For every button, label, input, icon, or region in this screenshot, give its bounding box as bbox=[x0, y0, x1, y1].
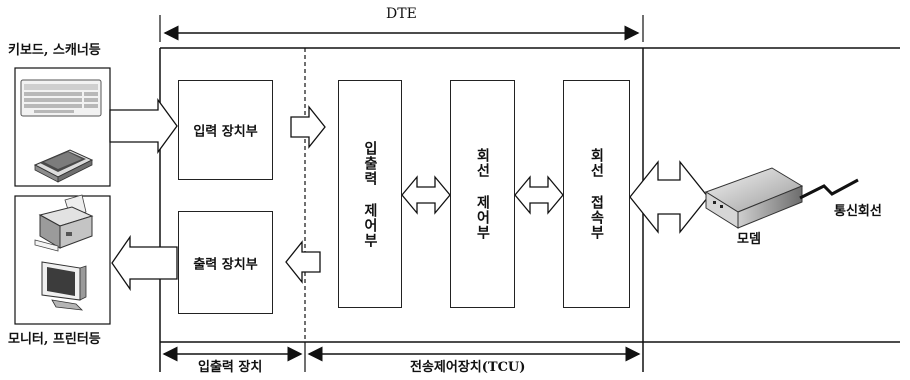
modem-icon bbox=[704, 167, 804, 229]
io-device-label: 입출력 장치 bbox=[198, 360, 263, 375]
output-unit-box: 출력 장치부 bbox=[178, 211, 273, 314]
input-flow-arrow bbox=[109, 98, 178, 154]
input-to-io-arrow bbox=[290, 105, 326, 149]
monitor-icon bbox=[41, 261, 87, 311]
bottom-spans bbox=[162, 342, 641, 372]
line-control-connect-arrow bbox=[514, 175, 564, 215]
output-unit-label: 출력 장치부 bbox=[193, 257, 258, 272]
io-control-label: 입출력 제어부 bbox=[362, 140, 378, 248]
printer-icon bbox=[34, 194, 94, 252]
output-flow-arrow bbox=[111, 234, 178, 292]
communication-line-bolt bbox=[799, 178, 859, 200]
input-unit-box: 입력 장치부 bbox=[178, 80, 273, 180]
dte-span bbox=[159, 15, 644, 42]
io-control-box: 입출력 제어부 bbox=[338, 80, 402, 308]
tcu-label: 전송제어장치(TCU) bbox=[410, 360, 526, 375]
keyboard-icon bbox=[20, 79, 102, 117]
scanner-icon bbox=[33, 149, 94, 183]
line-connect-box: 회선 접속부 bbox=[563, 80, 630, 308]
connect-modem-arrow bbox=[629, 160, 709, 234]
dte-label: DTE bbox=[386, 6, 417, 22]
io-line-control-arrow bbox=[401, 175, 451, 215]
line-connect-label: 회선 접속부 bbox=[588, 148, 605, 240]
communication-line-label: 통신회선 bbox=[834, 204, 882, 219]
line-control-label: 회선 제어부 bbox=[474, 148, 491, 240]
input-devices-label: 키보드, 스캐너등 bbox=[8, 43, 101, 58]
io-to-output-arrow bbox=[285, 240, 321, 284]
line-control-box: 회선 제어부 bbox=[450, 80, 515, 308]
modem-label: 모뎀 bbox=[737, 232, 761, 247]
output-devices-label: 모니터, 프린터등 bbox=[8, 332, 101, 347]
input-unit-label: 입력 장치부 bbox=[193, 124, 258, 140]
